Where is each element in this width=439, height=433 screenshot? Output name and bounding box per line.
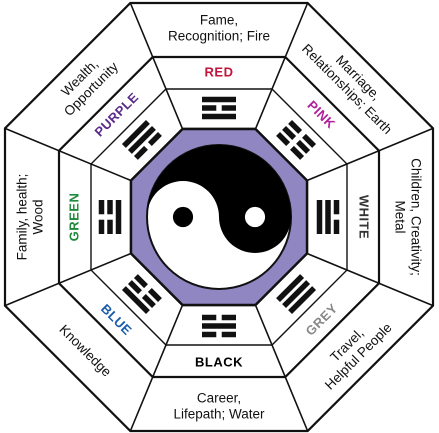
trigram-line-solid xyxy=(316,200,323,234)
trigram-line-broken xyxy=(147,131,162,146)
trigram-line-broken xyxy=(141,294,156,309)
life-area-line: Recognition; Fire xyxy=(168,29,270,44)
color-label-e: WHITE xyxy=(357,195,372,239)
yin-yang-center xyxy=(129,127,309,307)
yin-dot xyxy=(172,206,194,228)
trigram-line-broken xyxy=(333,219,340,234)
trigram-line-broken xyxy=(107,200,113,215)
trigram-line-broken xyxy=(221,331,236,338)
life-area-line: Fame, xyxy=(200,13,238,28)
trigram-line-broken xyxy=(202,105,217,111)
trigram-n xyxy=(202,96,236,120)
color-label-s: BLACK xyxy=(195,355,243,370)
spoke-line xyxy=(129,2,184,130)
spoke-line xyxy=(254,304,309,432)
color-label-n: RED xyxy=(205,65,234,80)
yin-yang-symbol xyxy=(146,144,292,290)
spoke-line xyxy=(254,2,309,130)
trigram-line-broken xyxy=(276,131,291,146)
life-area-line: Family, health; xyxy=(15,174,30,261)
trigram-se xyxy=(276,274,317,315)
life-area-line: Metal xyxy=(393,200,408,233)
life-area-s: Career,Lifepath; Water xyxy=(173,391,265,422)
life-area-line: Lifepath; Water xyxy=(173,407,265,422)
trigram-line-broken xyxy=(333,200,340,215)
life-area-line: Career, xyxy=(197,391,241,406)
trigram-line-broken xyxy=(302,133,317,148)
life-area-e: Children, Creativity;Metal xyxy=(393,158,424,276)
trigram-line-solid xyxy=(202,323,236,329)
trigram-e xyxy=(316,200,340,234)
trigram-line-solid xyxy=(115,200,122,234)
color-label-sw: BLUE xyxy=(98,301,135,338)
life-area-n: Fame,Recognition; Fire xyxy=(168,13,270,44)
trigram-line-broken xyxy=(290,145,305,160)
trigram-line-solid xyxy=(121,119,150,148)
life-area-w: Family, health;Wood xyxy=(15,174,46,261)
spoke-line xyxy=(4,127,132,182)
spoke-line xyxy=(4,252,132,307)
spoke-line xyxy=(129,304,184,432)
trigram-line-broken xyxy=(202,314,217,321)
life-area-ne: Marriage,Relationships; Earth xyxy=(299,41,395,137)
trigram-line-solid xyxy=(276,274,305,303)
trigram-line-solid xyxy=(202,113,236,120)
trigram-line-broken xyxy=(107,219,113,234)
life-area-nw: Wealth,Opportunity xyxy=(58,56,121,119)
life-area-line: Wood xyxy=(31,199,46,234)
color-label-se: GREY xyxy=(302,300,340,338)
trigram-ring xyxy=(98,96,340,338)
trigram-line-solid xyxy=(202,96,236,103)
life-area-line: Children, Creativity; xyxy=(409,158,424,276)
spoke-line xyxy=(306,127,434,182)
trigram-line-broken xyxy=(296,139,311,154)
trigram-w xyxy=(98,200,122,234)
spoke-line xyxy=(306,252,434,307)
trigram-s xyxy=(202,314,236,338)
yang-dot xyxy=(244,206,266,228)
trigram-ne xyxy=(276,119,317,160)
trigram-line-broken xyxy=(133,274,148,289)
trigram-line-broken xyxy=(147,288,162,303)
trigram-line-broken xyxy=(282,125,297,140)
trigram-sw xyxy=(121,274,162,315)
color-label-w: GREEN xyxy=(67,193,82,242)
trigram-line-solid xyxy=(127,125,156,154)
trigram-line-solid xyxy=(325,200,331,234)
trigram-line-broken xyxy=(98,200,105,215)
trigram-line-broken xyxy=(98,219,105,234)
trigram-nw xyxy=(121,119,162,160)
trigram-line-broken xyxy=(221,105,236,111)
trigram-line-broken xyxy=(127,280,142,295)
trigram-line-solid xyxy=(282,280,311,309)
trigram-line-broken xyxy=(202,331,217,338)
trigram-line-broken xyxy=(133,145,148,160)
trigram-line-broken xyxy=(221,314,236,321)
trigram-line-solid xyxy=(121,286,150,315)
trigram-line-broken xyxy=(288,119,303,134)
trigram-line-solid xyxy=(288,286,317,315)
